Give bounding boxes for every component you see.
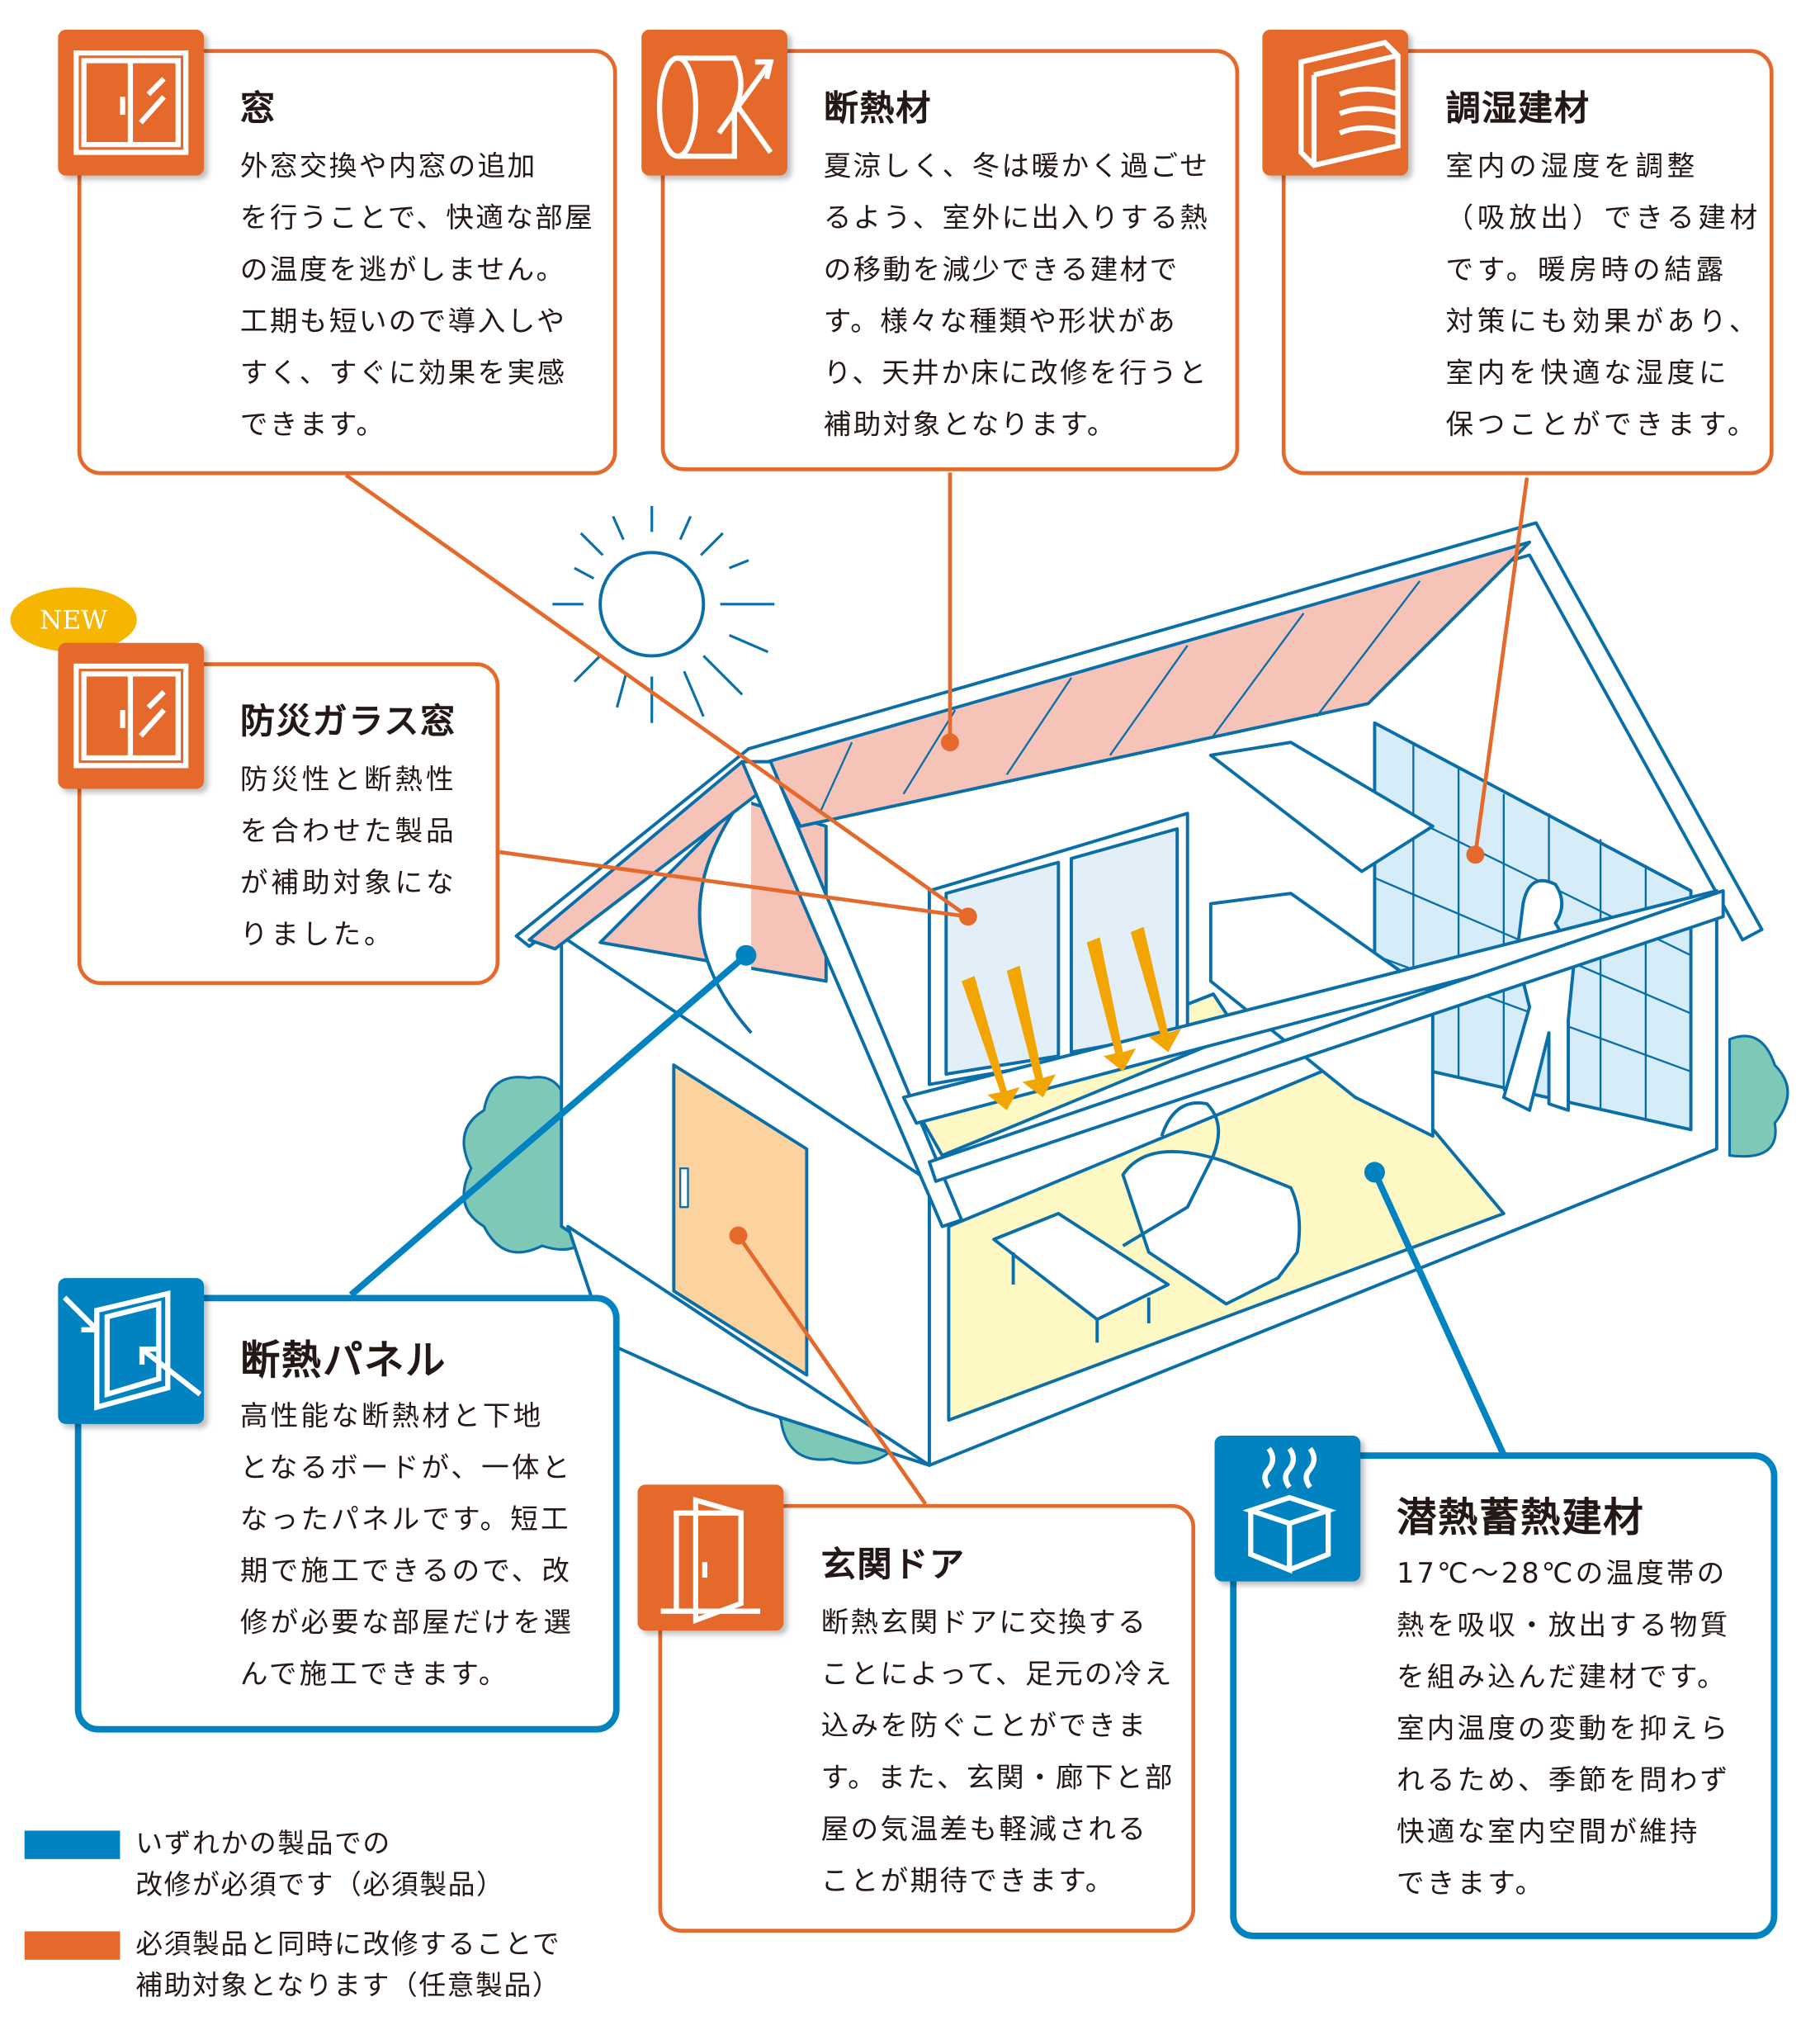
- window-description: 外窓交換や内窓の追加を行うことで、快適な部屋の温度を逃がしません。工期も短いので…: [239, 150, 595, 442]
- sun-icon: [552, 506, 775, 723]
- latent-heat-description: 17℃〜28℃の温度帯の熱を吸収・放出する物質を組み込んだ建材です。室内温度の変…: [1397, 1558, 1731, 1900]
- door-title: 玄関ドア: [820, 1545, 966, 1586]
- leader-door: [736, 1234, 928, 1506]
- humidity-title: 調湿建材: [1445, 88, 1591, 130]
- insulation-roll-icon: [641, 29, 787, 176]
- heat-storage-icon: [1214, 1435, 1361, 1582]
- legend-optional-swatch: [24, 1931, 121, 1960]
- leader-latent: [1371, 1171, 1507, 1457]
- legend-required-text: いずれかの製品での改修が必須です（必須製品）: [135, 1828, 505, 1900]
- insulation-panel-icon: [58, 1278, 205, 1424]
- humidity-description: 室内の湿度を調整（吸放出）できる建材です。暖房時の結露対策にも効果があり、室内を…: [1445, 150, 1761, 442]
- disaster-glass-description: 防災性と断熱性を合わせた製品が補助対象になりました。: [239, 764, 457, 952]
- panel-description: 高性能な断熱材と下地となるボードが、一体となったパネルです。短工期で施工できるの…: [239, 1400, 574, 1692]
- leader-window: [344, 473, 970, 919]
- door-icon: [637, 1484, 784, 1631]
- insulation-title: 断熱材: [823, 88, 933, 130]
- window-icon: [58, 29, 205, 176]
- panel-title: 断熱パネル: [239, 1337, 447, 1384]
- door-description: 断熱玄関ドアに交換することによって、足元の冷え込みを防ぐことができます。また、玄…: [820, 1607, 1175, 1898]
- disaster-glass-title: 防災ガラス窓: [239, 702, 456, 743]
- window-title: 窓: [239, 88, 277, 130]
- legend-required-swatch: [24, 1830, 121, 1859]
- insulation-description: 夏涼しく、冬は暖かく過ごせるよう、室外に出入りする熱の移動を減少できる建材です。…: [823, 150, 1210, 442]
- leader-panel: [348, 953, 749, 1298]
- legend-optional-text: 必須製品と同時に改修することで補助対象となります（任意製品）: [135, 1929, 561, 2001]
- leader-humidity: [1473, 477, 1529, 855]
- humidity-panel-icon: [1262, 29, 1409, 176]
- window-icon: [58, 642, 205, 789]
- leader-disaster-glass: [499, 849, 969, 919]
- latent-heat-title: 潜熱蓄熱建材: [1397, 1494, 1645, 1542]
- sunlight-arrows: [962, 926, 1181, 1110]
